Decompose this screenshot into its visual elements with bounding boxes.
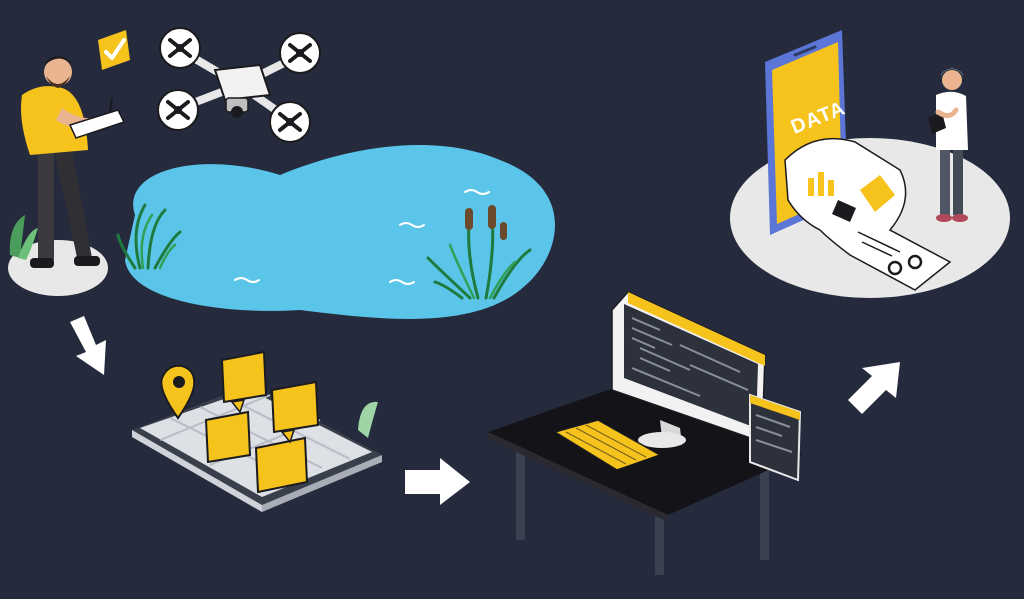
checkmark-badge-icon: [98, 30, 130, 70]
map-pin-icon: [160, 364, 196, 420]
monitor-icon: [611, 291, 766, 448]
plant-icon: [9, 215, 38, 260]
computer-workstation: [488, 291, 802, 575]
drone-rotors: [157, 27, 321, 143]
reeds-left-icon: [116, 203, 182, 270]
reeds-right-icon: [426, 205, 532, 300]
arrow-up-right-icon: [848, 362, 900, 414]
marker-cards: [204, 350, 320, 494]
pond: [116, 144, 555, 319]
pilot-person: [8, 56, 126, 296]
map-annotation: [132, 350, 382, 512]
arrow-down-icon: [70, 316, 106, 375]
pond-waves: [234, 189, 490, 285]
controller-icon: [68, 97, 126, 139]
report-paper: [784, 137, 952, 291]
analyst-person: [928, 68, 968, 222]
keyboard-icon: [553, 419, 662, 471]
drone-icon: [157, 27, 321, 143]
data-report: DATA: [730, 30, 1010, 298]
arrow-right-icon: [405, 458, 470, 505]
side-monitor-icon: [749, 393, 802, 482]
